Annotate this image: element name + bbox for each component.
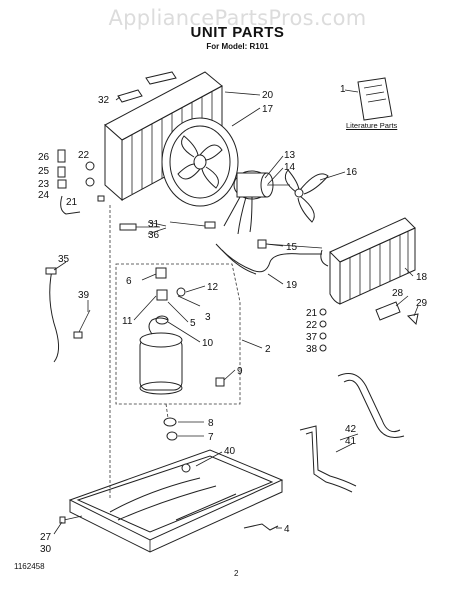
compressor-assembly[interactable]	[115, 263, 241, 405]
callout-21-right: 21	[306, 308, 318, 319]
callout-8: 8	[208, 418, 214, 429]
model-subtitle: For Model: R101	[206, 42, 269, 51]
callout-37: 37	[306, 332, 318, 343]
callout-9: 9	[237, 366, 243, 377]
condenser-fan-blade[interactable]	[161, 117, 239, 207]
base-pan[interactable]	[68, 449, 284, 553]
callout-41: 41	[345, 436, 357, 447]
compressor-mounts[interactable]	[163, 417, 178, 441]
literature-booklet[interactable]	[357, 77, 393, 121]
callout-30: 30	[40, 544, 52, 555]
callout-7: 7	[208, 432, 214, 443]
callout-27: 27	[40, 532, 52, 543]
callout-26: 26	[38, 152, 50, 163]
callout-3: 3	[205, 312, 211, 323]
bracket-4[interactable]	[243, 523, 279, 531]
refrigerant-tubing[interactable]	[299, 373, 405, 493]
callout-6: 6	[126, 276, 132, 287]
small-parts-right[interactable]	[319, 308, 327, 352]
screw-39[interactable]	[73, 309, 91, 339]
watermark: AppliancePartsPros.com	[108, 6, 367, 30]
callout-28: 28	[392, 288, 404, 299]
callout-31: 31	[148, 219, 160, 230]
callout-24: 24	[38, 190, 50, 201]
guide-line	[165, 403, 169, 419]
callout-10: 10	[202, 338, 214, 349]
callout-12: 12	[207, 282, 219, 293]
callout-labels: 1 2 3 4 5 6 7 8 9 10 11 12 13 14 15 16 1…	[38, 84, 428, 555]
literature-parts-label: Literature Parts	[346, 121, 398, 130]
callout-22-right: 22	[306, 320, 318, 331]
callout-42: 42	[345, 424, 357, 435]
evaporator-fan-blade[interactable]	[284, 169, 329, 223]
document-number: 1162458	[14, 562, 45, 571]
top-brackets[interactable]	[117, 71, 177, 103]
callout-11: 11	[122, 316, 133, 327]
callout-29: 29	[416, 298, 428, 309]
leader-lines	[53, 89, 419, 535]
callout-13: 13	[284, 150, 296, 161]
callout-20: 20	[262, 90, 274, 101]
callout-36: 36	[148, 230, 160, 241]
callout-38: 38	[306, 344, 318, 355]
callout-1: 1	[340, 84, 346, 95]
drain-parts-right[interactable]	[375, 301, 419, 326]
capillary-tube[interactable]	[215, 243, 322, 275]
callout-35: 35	[58, 254, 70, 265]
callout-17: 17	[262, 104, 274, 115]
callout-40: 40	[224, 446, 236, 457]
callout-16: 16	[346, 167, 358, 178]
callout-5: 5	[190, 318, 196, 329]
control-parts-left[interactable]	[57, 149, 105, 215]
callout-4: 4	[284, 524, 290, 535]
callout-15: 15	[286, 242, 298, 253]
screws-27-30[interactable]	[59, 515, 83, 524]
callout-23: 23	[38, 179, 50, 190]
control-parts-31-36[interactable]	[119, 221, 216, 231]
callout-39: 39	[78, 290, 90, 301]
page-number: 2	[234, 569, 239, 578]
callout-19: 19	[286, 280, 298, 291]
power-cord[interactable]	[45, 267, 60, 363]
fan-motor[interactable]	[223, 170, 290, 235]
callout-32: 32	[98, 95, 110, 106]
callout-14: 14	[284, 162, 296, 173]
evaporator-coil[interactable]	[320, 217, 416, 305]
diagram-title: UNIT PARTS	[190, 24, 285, 41]
callout-22: 22	[78, 150, 90, 161]
callout-21: 21	[66, 197, 78, 208]
callout-25: 25	[38, 166, 50, 177]
callout-18: 18	[416, 272, 428, 283]
callout-2: 2	[265, 344, 271, 355]
